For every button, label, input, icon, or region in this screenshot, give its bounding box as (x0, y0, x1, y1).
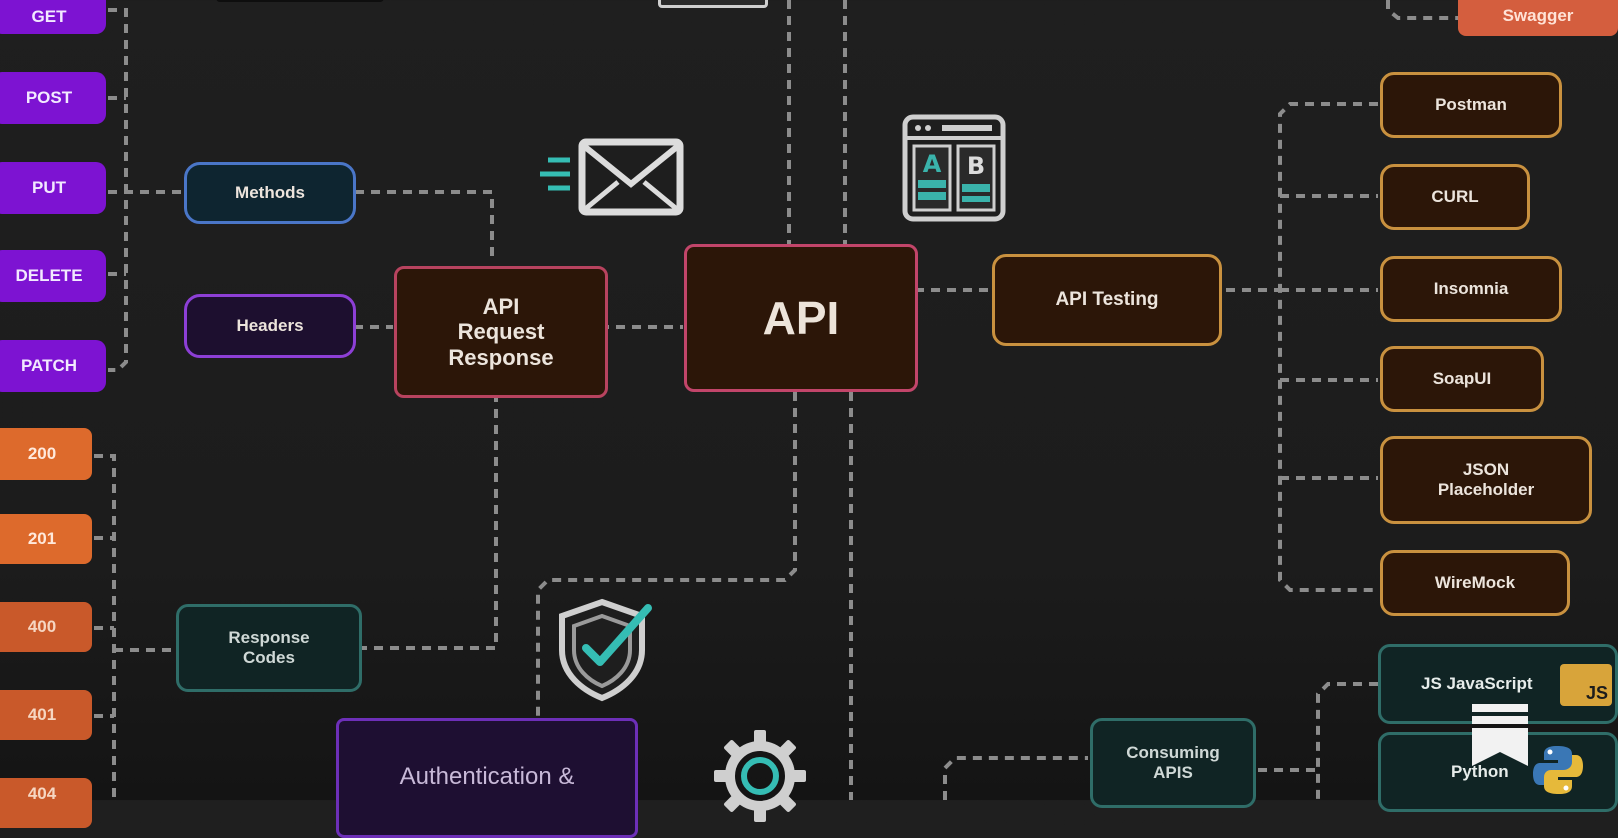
method-get: GET (0, 0, 106, 34)
method-patch: PATCH (0, 340, 106, 392)
tool-insomnia: Insomnia (1380, 256, 1562, 322)
consuming-apis-node: Consuming APIS (1090, 718, 1256, 808)
top-left-fragment (216, 0, 384, 2)
top-window-fragment (658, 0, 768, 8)
language-python-label: Python (1451, 762, 1509, 782)
tool-wiremock: WireMock (1380, 550, 1570, 616)
tool-curl: CURL (1380, 164, 1530, 230)
method-put: PUT (0, 162, 106, 214)
methods-node: Methods (184, 162, 356, 224)
authentication-node: Authentication & (336, 718, 638, 838)
code-201: 201 (0, 514, 92, 564)
response-codes-node: Response Codes (176, 604, 362, 692)
ab-test-window-icon: A B (902, 114, 1006, 222)
shield-check-icon (556, 598, 656, 702)
tool-json-placeholder: JSON Placeholder (1380, 436, 1592, 524)
envelope-icon (538, 138, 684, 218)
method-delete: DELETE (0, 250, 106, 302)
python-logo-icon (1532, 744, 1584, 796)
gear-icon (712, 728, 808, 824)
method-post: POST (0, 72, 106, 124)
ab-letter-b: B (966, 152, 986, 180)
tool-postman: Postman (1380, 72, 1562, 138)
ab-letter-a: A (922, 150, 942, 178)
tool-soapui: SoapUI (1380, 346, 1544, 412)
code-404: 404 (0, 778, 92, 828)
request-response-node: API Request Response (394, 266, 608, 398)
code-400: 400 (0, 602, 92, 652)
language-javascript-label: JS JavaScript (1421, 674, 1533, 694)
swagger-node: Swagger (1458, 0, 1618, 36)
bookmark-icon[interactable] (1470, 702, 1530, 768)
api-testing-node: API Testing (992, 254, 1222, 346)
code-401: 401 (0, 690, 92, 740)
headers-node: Headers (184, 294, 356, 358)
code-200: 200 (0, 428, 92, 480)
api-node: API (684, 244, 918, 392)
connector-lines (94, 0, 1460, 800)
js-logo-icon: JS (1560, 664, 1612, 706)
